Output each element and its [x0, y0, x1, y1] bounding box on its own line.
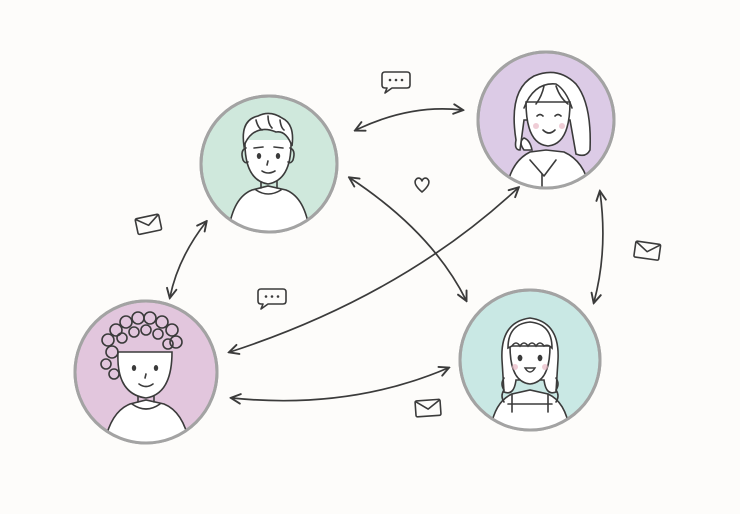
envelope-icon	[633, 240, 662, 261]
person-girl-bangs	[458, 288, 602, 432]
heart-icon	[414, 177, 430, 193]
speech-bubble-icon	[381, 71, 411, 94]
person-girl-long-hair	[476, 50, 616, 190]
arrow-curly-bangs	[232, 368, 448, 401]
envelope-icon	[134, 213, 163, 236]
speech-bubble-icon	[257, 288, 287, 310]
arrow-boy-bangs	[350, 178, 466, 300]
connections	[170, 109, 603, 401]
person-boy	[199, 94, 339, 234]
envelope-icon	[414, 398, 442, 418]
arrow-girl-bangs	[594, 192, 603, 302]
arrow-curly-girl	[230, 188, 518, 352]
arrow-boy-girl	[356, 109, 462, 130]
person-curly-hair	[73, 299, 219, 445]
arrow-boy-curly	[170, 222, 206, 297]
